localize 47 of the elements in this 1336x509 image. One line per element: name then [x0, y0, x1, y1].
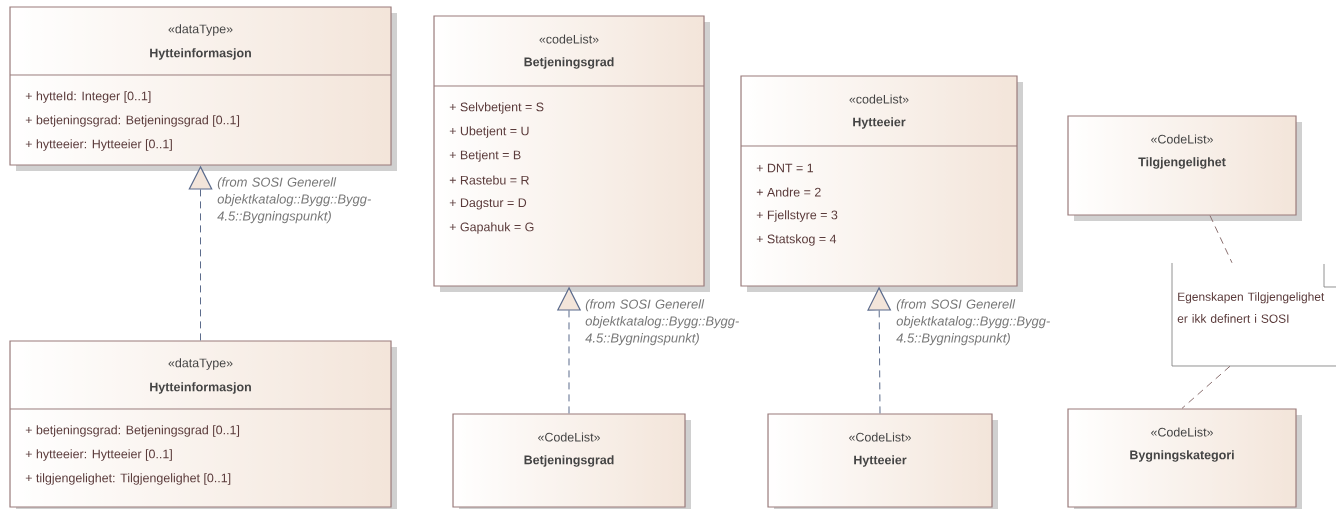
- package-note: (from SOSI Generell objektkatalog::Bygg::Bygg-4.5::Bygningspunkt): [217, 177, 371, 224]
- attribute-text: + betjeningsgrad: Betjeningsgrad [0..1]: [25, 115, 240, 127]
- class-name: Betjeningsgrad: [524, 455, 614, 467]
- stereotype-label: «CodeList»: [1151, 134, 1213, 144]
- attribute-text: + Rastebu = R: [449, 175, 529, 185]
- package-note: (from SOSI Generell objektkatalog::Bygg::Bygg-4.5::Bygningspunkt): [896, 299, 1050, 346]
- stereotype-label: «CodeList»: [849, 432, 911, 442]
- note-text: Egenskapen Tilgjengelighet er ikk definert i SOSI: [1177, 292, 1325, 323]
- stereotype-label: «CodeList»: [1151, 427, 1213, 437]
- attribute-text: + Andre = 2: [756, 187, 821, 197]
- class-box: [767, 413, 998, 509]
- stereotype-label: «dataType»: [168, 358, 233, 370]
- class-box: [1067, 408, 1302, 509]
- stereotype-label: «codeList»: [849, 94, 909, 104]
- stereotype-label: «CodeList»: [538, 432, 600, 442]
- class-box: [452, 413, 691, 509]
- package-note: (from SOSI Generell objektkatalog::Bygg::Bygg-4.5::Bygningspunkt): [585, 299, 739, 346]
- class-box: [1067, 115, 1302, 221]
- note-box: [1171, 262, 1336, 367]
- class-name: Hytteeier: [853, 117, 906, 129]
- class-name: Tilgjengelighet: [1138, 157, 1226, 169]
- attribute-text: + Dagstur = D: [449, 198, 527, 210]
- class-name: Hytteeier: [854, 455, 907, 467]
- class-box: [9, 6, 397, 171]
- attribute-text: + Selvbetjent = S: [449, 102, 544, 114]
- attribute-text: + Gapahuk = G: [449, 222, 534, 234]
- stereotype-label: «codeList»: [539, 34, 599, 44]
- attribute-text: + hytteeier: Hytteeier [0..1]: [25, 449, 172, 461]
- attribute-text: + hytteeier: Hytteeier [0..1]: [25, 139, 172, 151]
- attribute-text: + Ubetjent = U: [449, 126, 529, 138]
- class-name: Hytteinformasjon: [150, 48, 251, 60]
- attribute-text: + DNT = 1: [756, 163, 814, 173]
- class-name: Bygningskategori: [1130, 450, 1234, 462]
- attribute-text: + hytteId: Integer [0..1]: [25, 91, 151, 103]
- class-box: [9, 340, 397, 509]
- class-box: [433, 15, 710, 292]
- note-link: [1181, 365, 1231, 409]
- note-link: [1209, 215, 1233, 264]
- attribute-text: + Betjent = B: [449, 150, 521, 162]
- attribute-text: + tilgjengelighet: Tilgjengelighet [0..1]: [25, 473, 231, 485]
- class-box: [740, 75, 1023, 292]
- class-name: Betjeningsgrad: [524, 57, 614, 69]
- attribute-text: + betjeningsgrad: Betjeningsgrad [0..1]: [25, 425, 240, 437]
- class-name: Hytteinformasjon: [150, 382, 251, 394]
- attribute-text: + Fjellstyre = 3: [756, 210, 838, 222]
- attribute-text: + Statskog = 4: [756, 234, 837, 246]
- stereotype-label: «dataType»: [168, 24, 233, 36]
